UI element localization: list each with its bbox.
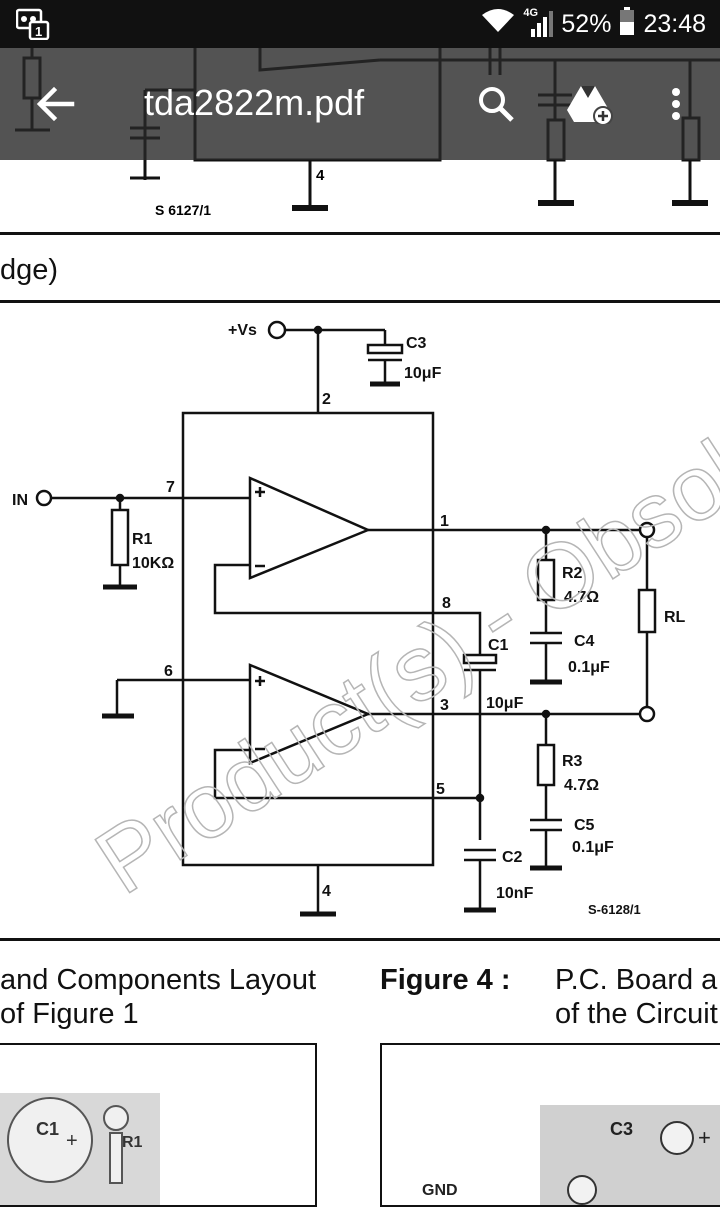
- caption-right-label: Figure 4 :: [380, 964, 511, 996]
- partial-caption: dge): [0, 254, 59, 286]
- label-c3: C3: [406, 335, 427, 352]
- more-options-button[interactable]: [646, 74, 706, 134]
- board-left-frame: C1 + R1: [0, 1043, 317, 1207]
- back-button[interactable]: [26, 74, 86, 134]
- caption-right-line1: P.C. Board a: [555, 964, 718, 996]
- label-pin1: 1: [440, 513, 449, 530]
- arrow-left-icon: [36, 86, 75, 122]
- label-pin7: 7: [166, 479, 175, 496]
- status-bar: 1 4G 52% 23:48: [0, 0, 720, 48]
- signal-icon: 4G: [523, 7, 554, 39]
- board-right-gnd: GND: [422, 1182, 458, 1199]
- board-right-c3: C3: [610, 1119, 633, 1139]
- label-c2-value: 10nF: [496, 885, 534, 902]
- board-right-art: C3 + GND: [422, 1119, 711, 1205]
- board-right-frame: C3 + GND: [380, 1043, 720, 1207]
- search-button[interactable]: [466, 74, 526, 134]
- label-pin4: 4: [322, 883, 331, 900]
- label-c5-value: 0.1μF: [572, 839, 614, 856]
- label-pin3: 3: [440, 697, 449, 714]
- divider-bottom: [0, 938, 720, 941]
- label-pin2: 2: [322, 391, 331, 408]
- save-to-drive-button[interactable]: [560, 74, 620, 134]
- svg-text:1: 1: [35, 24, 42, 39]
- label-pin6: 6: [164, 663, 173, 680]
- label-ref: S-6128/1: [588, 902, 641, 917]
- svg-text:+: +: [698, 1125, 711, 1150]
- svg-text:+: +: [66, 1130, 78, 1152]
- board-left-art: C1 + R1: [7, 1097, 143, 1184]
- top-figure-pin4: 4: [316, 167, 325, 184]
- top-figure-ref: S 6127/1: [155, 202, 211, 218]
- label-c5: C5: [574, 817, 595, 834]
- drive-add-icon: [567, 86, 613, 124]
- label-c1-value: 10μF: [486, 695, 524, 712]
- label-c3-value: 10μF: [404, 365, 442, 382]
- battery-icon: [619, 6, 635, 42]
- label-in: IN: [12, 492, 28, 509]
- schematic-figure: +Vs C3 10μF 2 IN 7 R1 10KΩ 1 R2 4.7Ω 8 C…: [12, 300, 720, 917]
- more-vert-icon: [672, 88, 680, 120]
- label-pin8: 8: [442, 595, 451, 612]
- label-r3-value: 4.7Ω: [564, 777, 599, 794]
- caption-left-line1: and Components Layout: [0, 964, 316, 996]
- label-vs: +Vs: [228, 322, 257, 339]
- label-c2: C2: [502, 849, 523, 866]
- label-r2-value: 4.7Ω: [564, 589, 599, 606]
- watermark: Product(s) - Obsolete Pro: [79, 300, 720, 913]
- notification-icon: 1: [15, 8, 52, 45]
- label-rl: RL: [664, 609, 686, 626]
- battery-percent: 52%: [561, 9, 612, 38]
- document-title: tda2822m.pdf: [144, 82, 365, 123]
- label-r1-value: 10KΩ: [132, 555, 174, 572]
- divider-top: [0, 232, 720, 235]
- board-left-r1: R1: [122, 1134, 143, 1151]
- label-c1: C1: [488, 637, 509, 654]
- label-r3: R3: [562, 753, 583, 770]
- caption-right-line2: of the Circuit: [555, 998, 718, 1030]
- wifi-icon: [481, 8, 515, 41]
- board-left-c1: C1: [36, 1119, 59, 1139]
- label-pin5: 5: [436, 781, 445, 798]
- label-r1: R1: [132, 531, 153, 548]
- label-r2: R2: [562, 565, 583, 582]
- clock: 23:48: [643, 9, 706, 38]
- caption-left-line2: of Figure 1: [0, 998, 139, 1030]
- network-type-label: 4G: [523, 7, 539, 19]
- label-c4: C4: [574, 633, 595, 650]
- divider-mid: [0, 300, 720, 303]
- label-c4-value: 0.1μF: [568, 659, 610, 676]
- search-icon: [479, 87, 514, 122]
- app-toolbar: tda2822m.pdf: [0, 48, 720, 160]
